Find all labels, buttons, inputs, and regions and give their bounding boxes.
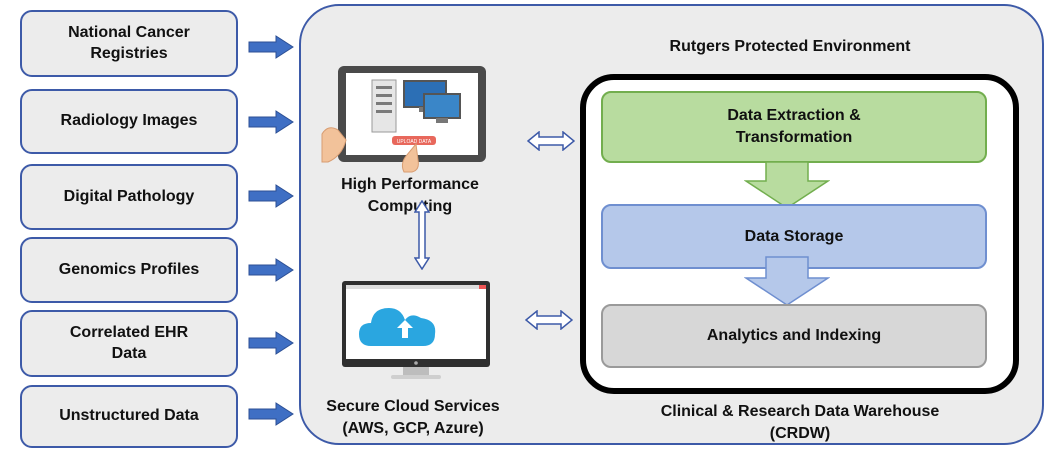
stage-label: Data Storage xyxy=(744,227,844,245)
source-label: Radiology Images xyxy=(60,112,198,130)
source-label: Correlated EHR Data xyxy=(69,323,189,362)
right-arrow-icon xyxy=(248,331,294,355)
double-arrow-icon xyxy=(525,310,573,330)
right-arrow-icon xyxy=(248,110,294,134)
down-arrow-icon xyxy=(744,161,830,209)
source-box-digital-pathology: Digital Pathology xyxy=(20,164,238,230)
stage-data-extraction: Data Extraction & Transformation xyxy=(601,91,987,163)
cloud-label: Secure Cloud Services (AWS, GCP, Azure) xyxy=(326,398,500,437)
double-arrow-icon xyxy=(527,131,575,151)
right-arrow-icon xyxy=(248,258,294,282)
source-label: Digital Pathology xyxy=(63,187,195,205)
source-box-unstructured-data: Unstructured Data xyxy=(20,385,238,448)
server-icon xyxy=(371,79,397,133)
source-label: Unstructured Data xyxy=(59,407,199,425)
down-arrow-icon xyxy=(744,256,830,306)
source-box-national-cancer-registries: National Cancer Registries xyxy=(20,10,238,77)
source-label: National Cancer Registries xyxy=(68,23,190,62)
double-arrow-icon xyxy=(414,200,430,270)
source-box-radiology-images: Radiology Images xyxy=(20,89,238,154)
hand-icon xyxy=(321,127,419,173)
crdw-label: Clinical & Research Data Warehouse (CRDW… xyxy=(660,403,940,442)
monitor-icon xyxy=(342,281,490,379)
source-label: Genomics Profiles xyxy=(58,260,200,278)
svg-text:UPLOAD DATA: UPLOAD DATA xyxy=(397,139,432,145)
right-arrow-icon xyxy=(248,35,294,59)
source-box-correlated-ehr-data: Correlated EHR Data xyxy=(20,310,238,377)
cloud-upload-icon xyxy=(359,308,436,346)
right-arrow-icon xyxy=(248,184,294,208)
environment-title: Rutgers Protected Environment xyxy=(669,38,911,55)
tablet-icon: UPLOAD DATA xyxy=(321,66,486,173)
stage-label: Analytics and Indexing xyxy=(706,327,882,345)
hpc-label: High Performance Computing xyxy=(341,176,479,215)
stage-analytics-indexing: Analytics and Indexing xyxy=(601,304,987,368)
right-arrow-icon xyxy=(248,402,294,426)
stage-label: Data Extraction & Transformation xyxy=(727,107,861,146)
source-box-genomics-profiles: Genomics Profiles xyxy=(20,237,238,303)
